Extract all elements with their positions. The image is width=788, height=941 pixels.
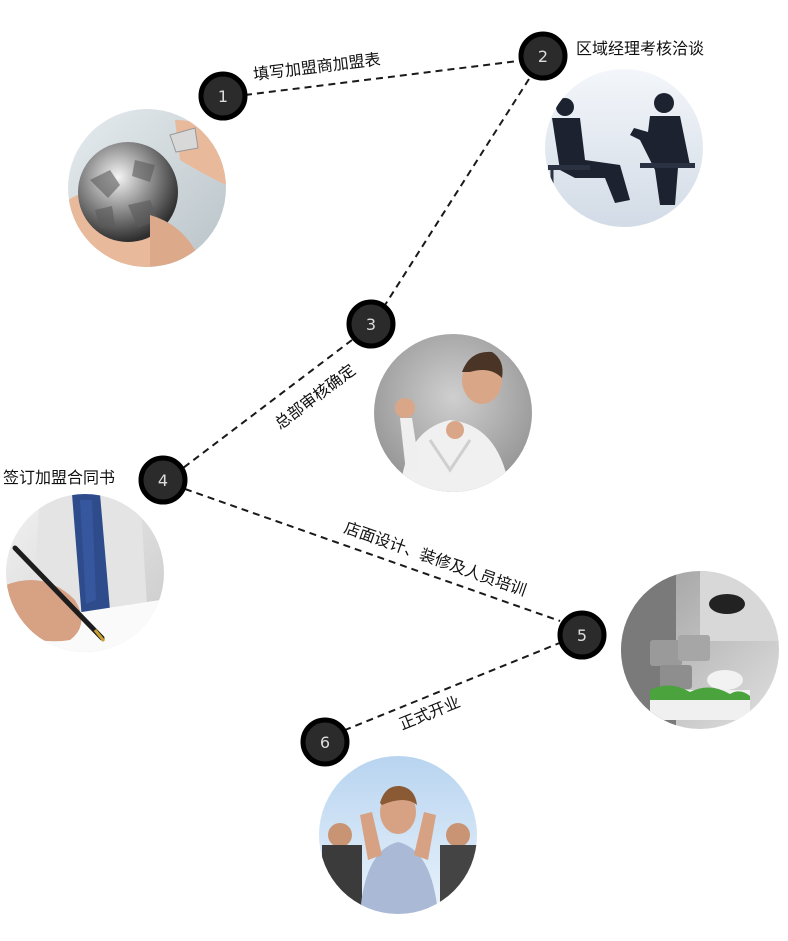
step-5-label: 店面设计、装修及人员培训 [342,518,529,600]
step-2-number: 2 [538,47,548,66]
step-4-label: 签订加盟合同书 [3,468,115,487]
step-6-number: 6 [320,733,330,752]
connector-2-3 [384,78,530,306]
step-1-label: 填写加盟商加盟表 [252,50,381,84]
step-4-marker: 4 [138,455,188,505]
step-4-photo [6,494,164,652]
step-5-marker: 5 [557,610,607,660]
connector-4-5 [184,488,561,622]
step-2-photo [545,69,703,227]
connectors [182,60,563,731]
step-2-label: 区域经理考核洽谈 [576,39,704,58]
connector-1-2 [244,60,519,96]
step-5-photo [621,571,779,729]
step-6-photo [319,756,477,914]
connector-3-4 [182,339,353,469]
step-3-label: 总部审核确定 [271,360,359,433]
step-3-photo [374,334,532,492]
connector-5-6 [344,641,563,731]
step-6-label: 正式开业 [396,692,462,734]
step-markers: 1 2 3 4 5 6 [138,31,607,767]
step-1-marker: 1 [198,71,248,121]
step-3-marker: 3 [346,299,396,349]
step-1-number: 1 [218,87,228,106]
step-3-number: 3 [366,315,376,334]
step-4-number: 4 [158,471,168,490]
step-2-marker: 2 [518,31,568,81]
step-6-marker: 6 [300,717,350,767]
step-5-number: 5 [577,626,587,645]
step-1-photo [68,109,226,267]
